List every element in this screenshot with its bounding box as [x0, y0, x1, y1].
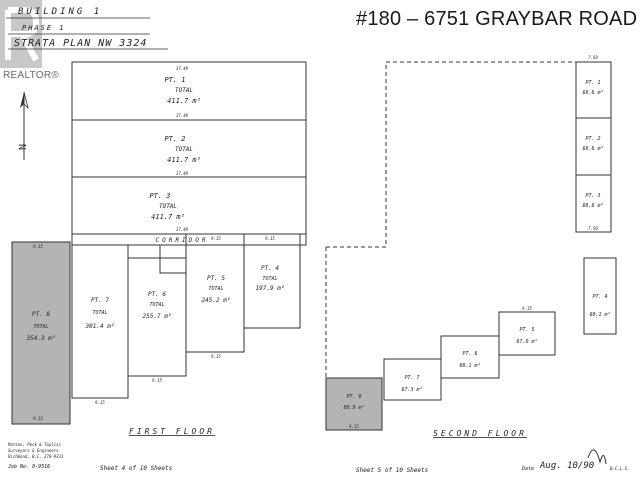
ff-pt6-total: TOTAL — [149, 302, 164, 308]
ff-pt3-name: PT. 3 — [149, 192, 170, 200]
svg-text:9.15: 9.15 — [33, 416, 43, 421]
date-value: Aug. 10/90 — [539, 461, 594, 471]
first-floor-labels: PT. 1 TOTAL 411.7 m² PT. 2 TOTAL 411.7 m… — [26, 66, 285, 421]
sf-unit-8 — [325, 377, 383, 431]
svg-text:37.49: 37.49 — [175, 171, 189, 176]
sf-unit-3 — [575, 174, 612, 233]
second-floor-title: SECOND FLOOR — [433, 429, 527, 438]
plan-title-block: BUILDING 1 PHASE 1 STRATA PLAN NW 3324 — [6, 7, 168, 50]
sf-pt2-name: PT. 2 — [585, 136, 600, 142]
svg-text:37.49: 37.49 — [175, 66, 189, 71]
sf-pt6-name: PT. 6 — [462, 351, 477, 357]
ff-pt7-name: PT. 7 — [91, 297, 109, 304]
ff-pt2-area: 411.7 m² — [167, 156, 201, 164]
sf-unit-5 — [498, 311, 556, 356]
sf-pt4-area: 60.1 m² — [589, 312, 610, 318]
ff-pt4-total: TOTAL — [262, 276, 277, 282]
surveyor-line-2: Surveyors & Engineers — [8, 448, 59, 453]
footer-block: Matson, Peck & Topliss Surveyors & Engin… — [7, 442, 629, 474]
svg-text:7.50: 7.50 — [588, 55, 598, 60]
second-floor-labels: PT. 1 68.6 m² PT. 2 68.6 m² PT. 3 68.6 m… — [343, 55, 610, 429]
svg-text:9.15: 9.15 — [152, 378, 162, 383]
ff-pt5-name: PT. 5 — [207, 275, 225, 282]
ff-pt1-area: 411.7 m² — [167, 97, 201, 105]
sf-pt7-name: PT. 7 — [404, 375, 419, 381]
sf-pt2-area: 68.6 m² — [582, 146, 603, 152]
sf-pt8-area: 80.9 m² — [343, 405, 364, 411]
ff-pt2-name: PT. 2 — [164, 135, 185, 143]
ff-unit-7 — [71, 244, 129, 399]
svg-text:9.15: 9.15 — [349, 424, 359, 429]
bcls-label: B.C.L.S. — [610, 466, 629, 471]
surveyor-line-3: Richmond, B.C. 270-9331 — [8, 454, 63, 459]
sf-pt4-name: PT. 4 — [592, 294, 607, 300]
sf-pt6-area: 68.1 m² — [459, 363, 480, 369]
svg-text:9.15: 9.15 — [211, 236, 221, 241]
sf-pt5-name: PT. 5 — [519, 327, 534, 333]
svg-text:N: N — [18, 144, 29, 150]
ff-corridor-label: CORRIDOR — [156, 237, 209, 244]
svg-text:37.49: 37.49 — [175, 227, 189, 232]
logo-text: REALTOR® — [3, 70, 60, 81]
ff-pt8-area: 354.3 m² — [26, 335, 56, 342]
phase-label: PHASE 1 — [22, 24, 66, 32]
ff-pt7-total: TOTAL — [92, 310, 107, 316]
sf-pt7-area: 67.3 m² — [401, 387, 422, 393]
ff-pt8-name: PT. 8 — [32, 311, 50, 318]
sf-unit-4 — [583, 257, 617, 335]
sf-unit-7 — [383, 358, 442, 401]
first-floor-title: FIRST FLOOR — [129, 427, 215, 436]
ff-pt5-total: TOTAL — [208, 286, 223, 292]
ff-pt3-total: TOTAL — [159, 203, 177, 210]
ff-pt1-total: TOTAL — [175, 87, 193, 94]
ff-unit-8 — [11, 241, 71, 425]
first-floor-plan — [11, 61, 307, 425]
svg-text:7.50: 7.50 — [588, 226, 598, 231]
ff-unit-6 — [127, 257, 187, 377]
ff-unit-3 — [71, 176, 307, 235]
ff-pt4-area: 197.9 m² — [256, 285, 285, 292]
ff-pt1-name: PT. 1 — [164, 76, 185, 84]
sheet-second: Sheet 5 of 10 Sheets — [356, 467, 429, 474]
signature-icon — [587, 449, 607, 465]
sf-pt3-name: PT. 3 — [585, 193, 600, 199]
svg-text:37.49: 37.49 — [175, 113, 189, 118]
sf-unit-6 — [440, 335, 500, 379]
ff-pt6-name: PT. 6 — [148, 291, 166, 298]
ff-pt3-area: 411.7 m² — [151, 213, 185, 221]
ff-pt4-name: PT. 4 — [261, 265, 279, 272]
svg-text:9.15: 9.15 — [522, 306, 532, 311]
date-label: Date — [521, 466, 534, 472]
ff-pt5-area: 245.2 m² — [202, 297, 231, 304]
listing-address: #180 – 6751 GRAYBAR ROAD — [356, 8, 638, 30]
sf-pt3-area: 68.6 m² — [582, 203, 603, 209]
strata-plan-label: STRATA PLAN NW 3324 — [14, 38, 147, 49]
ff-pt2-total: TOTAL — [175, 146, 193, 153]
svg-text:9.15: 9.15 — [33, 244, 43, 249]
ff-unit-4 — [243, 233, 301, 329]
job-number: Job No. 8-9516 — [7, 464, 50, 470]
north-arrow-icon: N — [18, 91, 29, 160]
svg-text:9.15: 9.15 — [265, 236, 275, 241]
ff-pt7-area: 301.4 m² — [85, 323, 115, 330]
ff-unit-5 — [185, 233, 245, 353]
ff-pt8-total: TOTAL — [33, 324, 48, 330]
ff-pt6-area: 255.7 m² — [143, 313, 172, 320]
sheet-first: Sheet 4 of 10 Sheets — [100, 465, 173, 472]
sf-pt1-area: 68.6 m² — [582, 90, 603, 96]
svg-text:9.15: 9.15 — [95, 400, 105, 405]
surveyor-line-1: Matson, Peck & Topliss — [7, 442, 62, 447]
sf-pt1-name: PT. 1 — [585, 80, 600, 86]
building-label: BUILDING 1 — [18, 7, 102, 17]
sf-pt5-area: 67.0 m² — [516, 339, 537, 345]
svg-text:9.15: 9.15 — [211, 354, 221, 359]
sf-pt8-name: PT. 8 — [346, 394, 361, 400]
second-floor-plan — [325, 61, 617, 431]
